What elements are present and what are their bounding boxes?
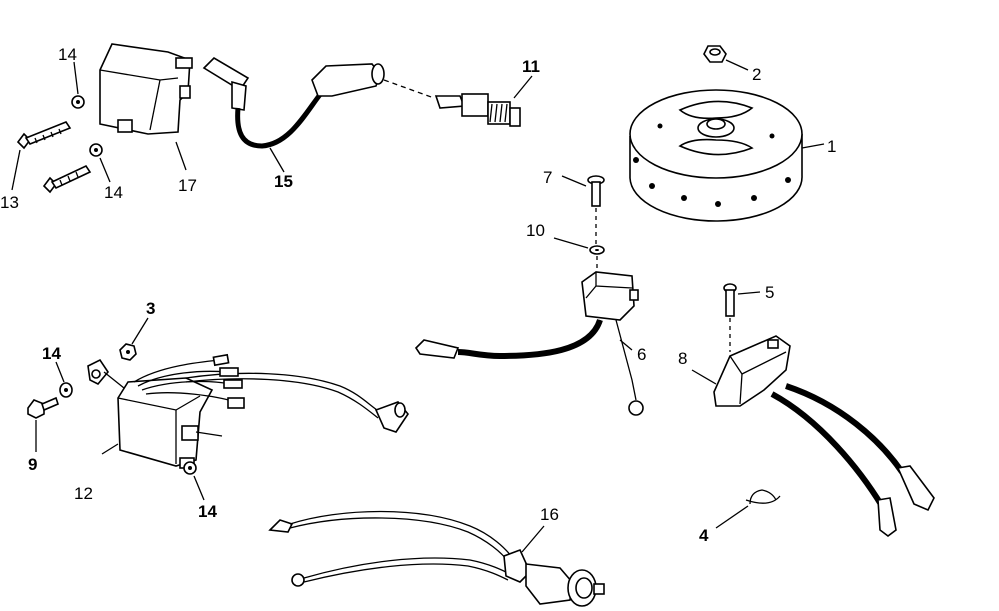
callout-labels: 1 2 3 4 5 6 7 8 9 10 11 12 13 14 14 14 1… <box>0 45 836 545</box>
callout-1: 1 <box>827 137 836 156</box>
part-washer-mid <box>89 143 111 183</box>
part-charge-coil <box>414 271 644 416</box>
callout-11: 11 <box>522 57 540 76</box>
callout-9: 9 <box>28 455 37 474</box>
callout-14-bottom: 14 <box>198 502 217 521</box>
part-flywheel-nut <box>703 45 749 71</box>
callout-17: 17 <box>178 176 197 195</box>
part-wire-clip <box>715 489 781 529</box>
part-ignition-coil <box>99 43 193 171</box>
part-screw-upper <box>16 121 72 150</box>
part-pulser-coil <box>691 335 935 537</box>
callout-6: 6 <box>637 345 646 364</box>
callout-8: 8 <box>678 349 687 368</box>
part-washer-10 <box>553 237 605 255</box>
callout-15: 15 <box>274 172 293 191</box>
part-flywheel <box>629 89 825 222</box>
part-washer-top <box>71 61 85 109</box>
part-spark-plug-lead <box>202 56 385 173</box>
callout-2: 2 <box>752 65 761 84</box>
part-washer-left <box>55 361 73 398</box>
callout-13: 13 <box>0 193 19 212</box>
part-spark-plug <box>434 75 533 127</box>
callout-16: 16 <box>540 505 559 524</box>
part-bolt-9 <box>27 396 59 452</box>
callout-7: 7 <box>543 168 552 187</box>
callout-14-left: 14 <box>42 344 61 363</box>
callout-12: 12 <box>74 484 93 503</box>
callout-14-mid: 14 <box>104 183 123 202</box>
part-nut-3 <box>119 317 149 361</box>
callout-10: 10 <box>526 221 545 240</box>
part-washer-bottom <box>183 461 205 501</box>
part-wire-harness <box>268 510 605 607</box>
callout-4: 4 <box>699 526 709 545</box>
callout-5: 5 <box>765 283 774 302</box>
part-screw-5 <box>723 283 761 317</box>
callout-14-top: 14 <box>58 45 77 64</box>
callout-3: 3 <box>146 299 155 318</box>
part-screw-7 <box>561 175 605 207</box>
part-cdi-unit <box>87 353 409 469</box>
part-screw-lower <box>11 149 92 194</box>
